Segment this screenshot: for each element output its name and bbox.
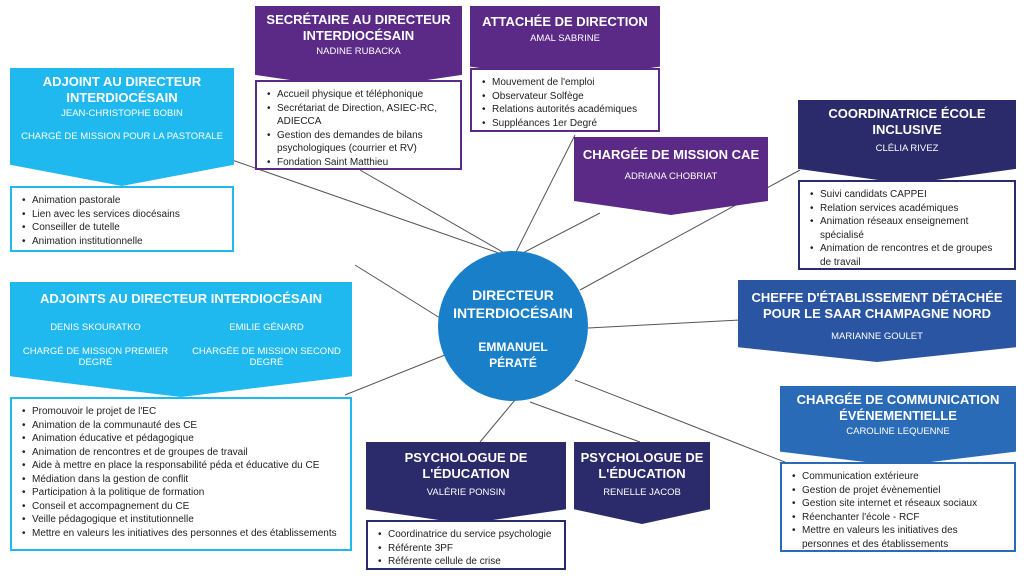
list-item: Fondation Saint Matthieu [267, 156, 452, 170]
attachee-title: ATTACHÉE DE DIRECTION [482, 14, 648, 29]
inclusive-title: COORDINATRICE ÉCOLE INCLUSIVE [828, 106, 986, 137]
communication-header: CHARGÉE DE COMMUNICATION ÉVÉNEMENTIELLE … [780, 386, 1016, 466]
inclusive-list: Suivi candidats CAPPEI Relation services… [798, 180, 1016, 270]
line-attachee [512, 134, 576, 259]
list-item: Relation services académiques [810, 202, 1006, 216]
list-item: Animation éducative et pédagogique [22, 432, 342, 446]
adjoints-name-2: EMILIE GÉNARD [229, 321, 304, 333]
communication-name: CAROLINE LEQUENNE [846, 426, 950, 438]
line-communication [574, 379, 801, 469]
list-item: Référente cellule de crise [378, 555, 556, 569]
list-item: Aide à mettre en place la responsabilité… [22, 459, 342, 473]
list-item: Gestion des demandes de bilans psycholog… [267, 129, 452, 156]
list-item: Réenchanter l'école - RCF [792, 511, 1006, 525]
list-item: Veille pédagogique et institutionnelle [22, 513, 342, 527]
list-item: Animation institutionnelle [22, 235, 224, 249]
list-item: Promouvoir le projet de l'EC [22, 405, 342, 419]
list-item: Conseiller de tutelle [22, 221, 224, 235]
line-adjoints [354, 264, 441, 319]
secretaire-title: SECRÉTAIRE AU DIRECTEUR INTERDIOCÉSAIN [266, 12, 451, 43]
inclusive-name: CLÉLIA RIVEZ [875, 143, 939, 155]
director-title: DIRECTEUR INTERDIOCÉSAIN [453, 287, 573, 321]
psy2-header: PSYCHOLOGUE DE L'ÉDUCATION RENELLE JACOB [574, 442, 710, 524]
adjoints-role-1: CHARGÉ DE MISSION PREMIER DEGRÉ [22, 345, 169, 368]
adjoints-role-2: CHARGÉE DE MISSION SECOND DEGRÉ [192, 345, 341, 368]
list-item: Animation de rencontres et de groupes de… [810, 242, 1006, 269]
list-item: Suivi candidats CAPPEI [810, 188, 1006, 202]
cae-title: CHARGÉE DE MISSION CAE [582, 147, 760, 162]
adjoint-title: ADJOINT AU DIRECTEUR INTERDIOCÉSAIN [42, 74, 202, 105]
psy2-name: RENELLE JACOB [603, 487, 681, 499]
list-item: Gestion site internet et réseaux sociaux [792, 497, 1006, 511]
list-item: Communication extérieure [792, 470, 1006, 484]
secretaire-header: SECRÉTAIRE AU DIRECTEUR INTERDIOCÉSAIN N… [255, 6, 462, 90]
psy1-name: VALÉRIE PONSIN [426, 487, 506, 499]
cae-header: CHARGÉE DE MISSION CAE ADRIANA CHOBRIAT [574, 137, 768, 215]
list-item: Suppléances 1er Degré [482, 117, 650, 131]
list-item: Mettre en valeurs les initiatives des pe… [792, 524, 1006, 551]
adjoints-name-1: DENIS SKOURATKO [50, 321, 141, 333]
adjoint-header: ADJOINT AU DIRECTEUR INTERDIOCÉSAIN JEAN… [10, 68, 234, 186]
adjoints-list: Promouvoir le projet de l'EC Animation d… [10, 397, 352, 551]
list-item: Participation à la politique de formatio… [22, 486, 342, 500]
director-name-first: EMMANUEL [478, 340, 548, 354]
saar-header: CHEFFE D'ÉTABLISSEMENT DÉTACHÉE POUR LE … [738, 280, 1016, 362]
attachee-name: AMAL SABRINE [530, 32, 600, 44]
secretaire-list: Accueil physique et téléphonique Secréta… [255, 80, 462, 170]
psy2-title: PSYCHOLOGUE DE L'ÉDUCATION [580, 450, 704, 481]
line-adjoints-2 [344, 354, 446, 396]
director-name-last: PÉRATÉ [489, 355, 537, 370]
list-item: Observateur Solfège [482, 90, 650, 104]
saar-name: MARIANNE GOULET [831, 331, 923, 343]
list-item: Référente 3PF [378, 542, 556, 556]
list-item: Secrétariat de Direction, ASIEC-RC, ADIE… [267, 102, 452, 129]
list-item: Mouvement de l'emploi [482, 76, 650, 90]
adjoint-name: JEAN-CHRISTOPHE BOBIN [61, 108, 183, 120]
list-item: Relations autorités académiques [482, 103, 650, 117]
communication-list: Communication extérieure Gestion de proj… [780, 462, 1016, 552]
line-saar [587, 319, 741, 329]
list-item: Gestion de projet évènementiel [792, 484, 1006, 498]
list-item: Animation pastorale [22, 194, 224, 208]
list-item: Animation de la communauté des CE [22, 419, 342, 433]
cae-name: ADRIANA CHOBRIAT [624, 170, 718, 182]
list-item: Lien avec les services diocésains [22, 208, 224, 222]
secretaire-name: NADINE RUBACKA [316, 46, 401, 58]
psy1-list: Coordinatrice du service psychologie Réf… [366, 520, 566, 570]
line-psy1 [479, 399, 516, 443]
list-item: Conseil et accompagnement du CE [22, 500, 342, 514]
psy1-header: PSYCHOLOGUE DE L'ÉDUCATION VALÉRIE PONSI… [366, 442, 566, 524]
list-item: Animation de rencontres et de groupes de… [22, 446, 342, 460]
director-circle: DIRECTEUR INTERDIOCÉSAIN EMMANUEL PÉRATÉ [438, 251, 588, 401]
adjoints-title: ADJOINTS AU DIRECTEUR INTERDIOCÉSAIN [40, 291, 322, 306]
inclusive-header: COORDINATRICE ÉCOLE INCLUSIVE CLÉLIA RIV… [798, 100, 1016, 184]
adjoints-header: ADJOINTS AU DIRECTEUR INTERDIOCÉSAIN DEN… [10, 282, 352, 397]
communication-title: CHARGÉE DE COMMUNICATION ÉVÉNEMENTIELLE [796, 392, 1000, 423]
list-item: Accueil physique et téléphonique [267, 88, 452, 102]
line-secretaire [359, 169, 514, 259]
line-cae [512, 212, 601, 259]
psy1-title: PSYCHOLOGUE DE L'ÉDUCATION [404, 450, 528, 481]
list-item: Animation réseaux enseignement spécialis… [810, 215, 1006, 242]
adjoint-role: CHARGÉ DE MISSION POUR LA PASTORALE [21, 131, 223, 143]
attachee-header: ATTACHÉE DE DIRECTION AMAL SABRINE [470, 6, 660, 80]
list-item: Coordinatrice du service psychologie [378, 528, 556, 542]
list-item: Mettre en valeurs les initiatives des pe… [22, 527, 342, 541]
attachee-list: Mouvement de l'emploi Observateur Solfèg… [470, 68, 660, 132]
line-adjoint [231, 159, 514, 259]
list-item: Médiation dans la gestion de conflit [22, 473, 342, 487]
saar-title: CHEFFE D'ÉTABLISSEMENT DÉTACHÉE POUR LE … [751, 290, 1003, 321]
adjoint-list: Animation pastorale Lien avec les servic… [10, 186, 234, 252]
line-psy2 [529, 401, 641, 443]
